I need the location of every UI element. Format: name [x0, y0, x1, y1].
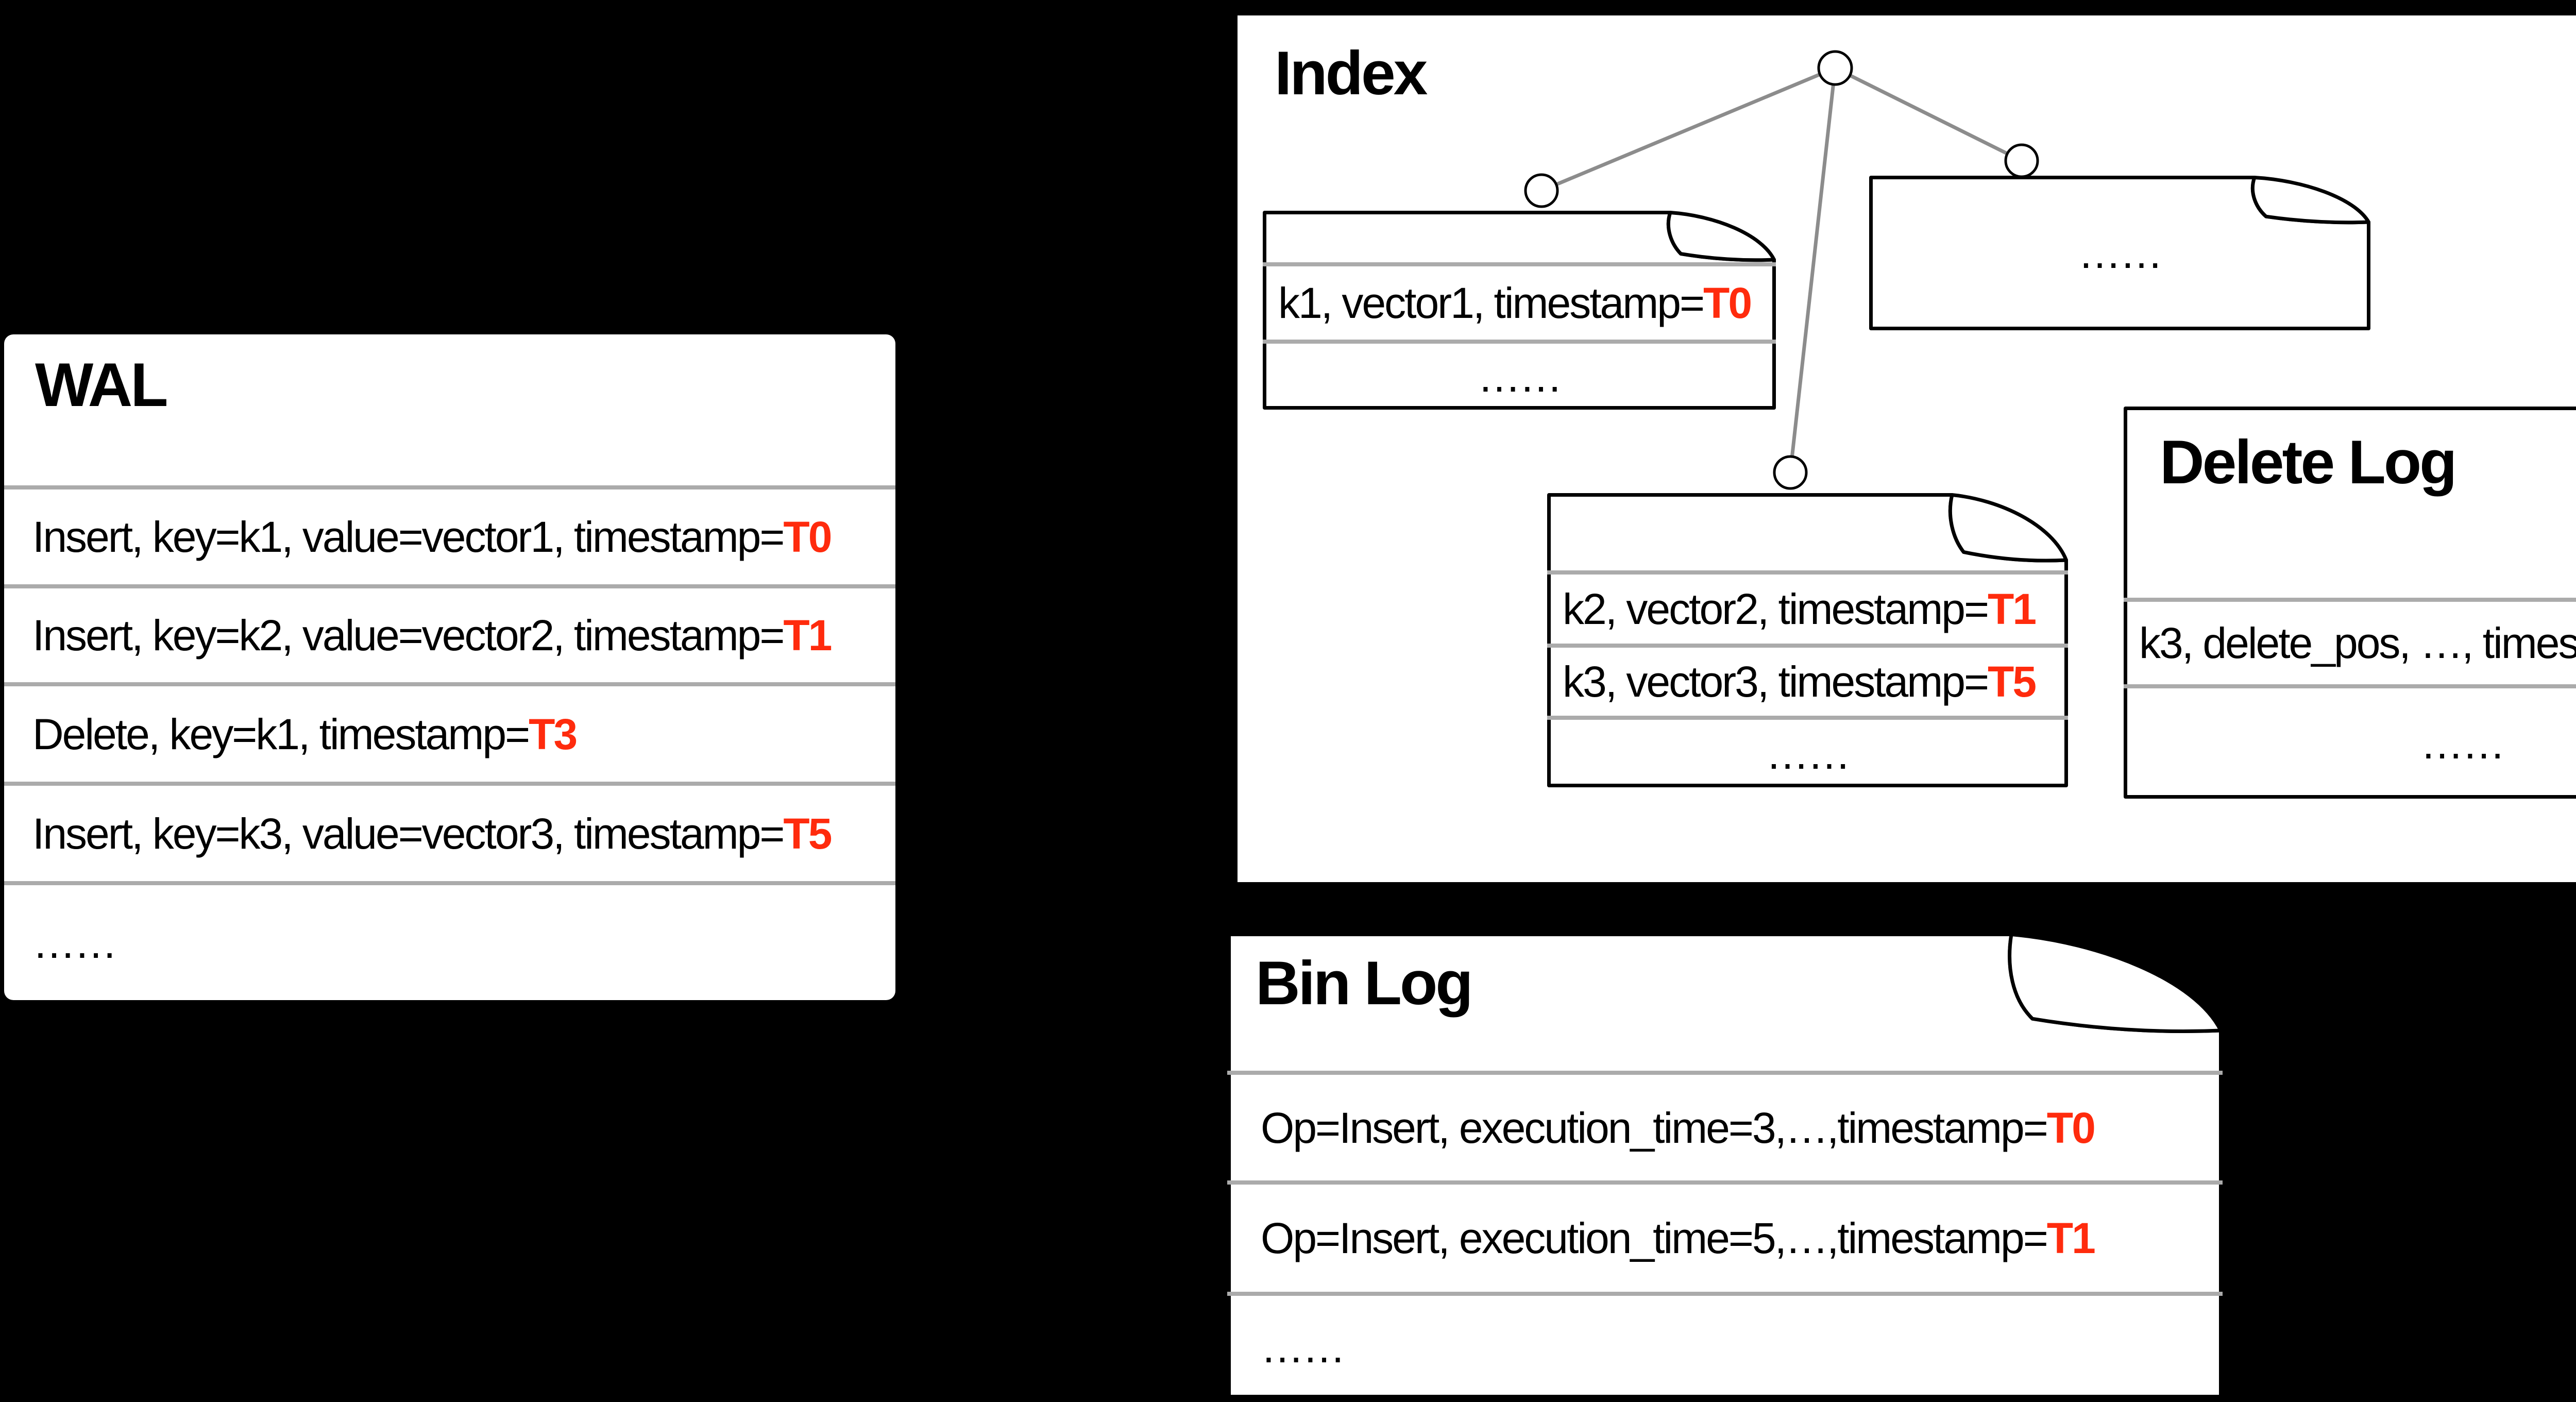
ellipsis-text: …… [1261, 1323, 1346, 1372]
log-entry-text: Delete, key=k1, timestamp=T3 [32, 710, 578, 758]
ellipsis-text: …… [1766, 729, 1851, 778]
timestamp-value: T1 [1988, 585, 2037, 633]
index-segment-doc-2: …… [1869, 176, 2370, 330]
bin-log-row: Op=Insert, execution_time=5,…,timestamp=… [1227, 1180, 2223, 1292]
bin-log-title: Bin Log [1256, 949, 1473, 1018]
tree-edge [1788, 67, 1837, 473]
document-shape [1227, 933, 2223, 1398]
wal-log-row: Insert, key=k1, value=vector1, timestamp… [4, 485, 895, 584]
timestamp-value: T5 [783, 809, 832, 858]
log-entry-text: Insert, key=k2, value=vector2, timestamp… [32, 611, 832, 660]
delete-log-box: Delete Log k3, delete_pos, …, timestamp=… [2124, 407, 2576, 799]
segment-row: k2, vector2, timestamp=T1 [1547, 570, 2068, 644]
delete-log-title: Delete Log [2160, 428, 2457, 497]
index-tree [1524, 50, 2039, 490]
log-entry-text: k2, vector2, timestamp=T1 [1563, 585, 2037, 633]
delete-log-row: k3, delete_pos, …, timestamp=T3 [2124, 598, 2576, 684]
segment-ellipsis-row: …… [1869, 176, 2370, 330]
ellipsis-text: …… [32, 918, 117, 967]
segment-row: k1, vector1, timestamp=T0 [1263, 262, 1776, 340]
tree-edge [1540, 66, 1836, 193]
bin-log-row: Op=Insert, execution_time=3,…,timestamp=… [1227, 1071, 2223, 1180]
timestamp-value: T0 [1703, 279, 1752, 327]
log-entry-text: k1, vector1, timestamp=T0 [1278, 279, 1752, 327]
ellipsis-text: …… [2078, 229, 2163, 277]
document-shape [1547, 493, 2068, 787]
timestamp-value: T3 [529, 710, 578, 758]
wal-log-row: Insert, key=k2, value=vector2, timestamp… [4, 584, 895, 682]
segment-ellipsis-row: …… [1263, 340, 1776, 410]
log-entry-text: Insert, key=k3, value=vector3, timestamp… [32, 809, 832, 858]
log-entry-text: Insert, key=k1, value=vector1, timestamp… [32, 513, 832, 561]
timestamp-value: T5 [1988, 657, 2037, 706]
segment-header [1547, 493, 2068, 570]
index-title: Index [1275, 39, 1428, 108]
wal-log-row: Insert, key=k3, value=vector3, timestamp… [4, 782, 895, 881]
wal-ellipsis-row: …… [4, 881, 895, 1000]
wal-log-row: Delete, key=k1, timestamp=T3 [4, 682, 895, 782]
bin-log-box: Bin Log Op=Insert, execution_time=3,…,ti… [1227, 933, 2223, 1398]
ellipsis-text: …… [2420, 719, 2505, 768]
tree-node-middle [1773, 455, 1808, 490]
index-segment-doc-3: k2, vector2, timestamp=T1 k3, vector3, t… [1547, 493, 2068, 787]
document-shape [1263, 211, 1776, 410]
timestamp-value: T1 [783, 611, 832, 660]
segment-ellipsis-row: …… [1547, 716, 2068, 787]
index-panel: Index k1, vector1, timestamp=T0 …… [1232, 10, 2576, 887]
segment-header [1263, 211, 1776, 262]
timestamp-value: T0 [783, 513, 832, 561]
document-shape [2124, 407, 2576, 799]
delete-log-header: Delete Log [2124, 407, 2576, 598]
segment-row: k3, vector3, timestamp=T5 [1547, 644, 2068, 716]
log-entry-text: k3, delete_pos, …, timestamp=T3 [2139, 619, 2576, 667]
tree-node-left [1524, 173, 1559, 208]
tree-node-root [1817, 50, 1853, 86]
log-entry-text: k3, vector3, timestamp=T5 [1563, 657, 2037, 706]
tree-node-right [2004, 143, 2039, 178]
bin-log-header: Bin Log [1227, 933, 2223, 1071]
document-shape [1869, 176, 2370, 330]
timestamp-value: T1 [2046, 1214, 2096, 1262]
delete-log-ellipsis-row: …… [2124, 684, 2576, 799]
ellipsis-text: …… [1478, 352, 1563, 401]
bin-log-ellipsis-row: …… [1227, 1292, 2223, 1398]
log-entry-text: Op=Insert, execution_time=3,…,timestamp=… [1261, 1103, 2096, 1152]
wal-header: WAL [4, 334, 895, 485]
log-entry-text: Op=Insert, execution_time=5,…,timestamp=… [1261, 1214, 2096, 1262]
wal-title: WAL [35, 350, 168, 419]
timestamp-value: T0 [2046, 1103, 2096, 1152]
index-segment-doc-1: k1, vector1, timestamp=T0 …… [1263, 211, 1776, 410]
wal-box: WAL Insert, key=k1, value=vector1, times… [4, 334, 895, 1000]
tree-edge [1834, 66, 2023, 163]
